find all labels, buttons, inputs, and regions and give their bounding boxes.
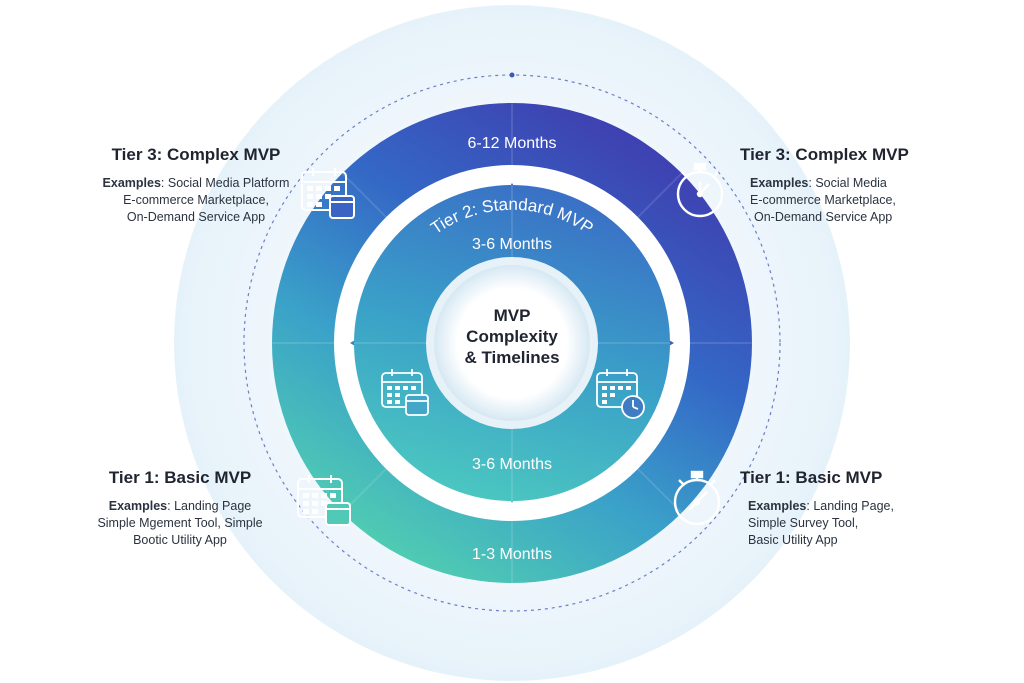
tier1-left-example1: : Landing Page	[167, 499, 252, 513]
stopwatch-icon	[673, 470, 721, 526]
tier3-right-line3: On-Demand Service App	[754, 210, 893, 224]
center-title: MVP Complexity & Timelines	[432, 305, 592, 368]
tier1-left-block: Tier 1: Basic MVP Examples: Landing Page…	[80, 468, 280, 549]
tier3-left-line3: On-Demand Service App	[126, 210, 266, 224]
calendar-icon	[297, 475, 351, 526]
tier1-left-line2: Simple Mgement Tool, Simple	[97, 516, 263, 530]
tier1-right-title: Tier 1: Basic MVP	[740, 468, 883, 487]
inner-bottom-label: 3-6 Months	[472, 456, 552, 473]
tier1-right-line1: Examples: Landing Page,	[740, 498, 940, 515]
stopwatch-icon	[676, 162, 724, 218]
center-title-line2: Complexity	[466, 327, 558, 346]
tier3-left-line1: Examples: Social Media Platform	[96, 175, 296, 192]
center-title-line1: MVP	[493, 306, 531, 325]
tier1-right-line3: Basic Utility App	[748, 533, 838, 547]
tier3-right-line1: Examples: Social Media	[740, 175, 940, 192]
tier1-right-line2: Simple Survey Tool,	[748, 516, 859, 530]
examples-label: Examples	[102, 176, 161, 190]
tier1-left-line3: Bootic Utility App	[133, 533, 227, 547]
orbit-dot-top	[509, 72, 515, 78]
examples-label: Examples	[748, 499, 807, 513]
tier3-right-example1: : Social Media	[808, 176, 887, 190]
calendar-icon	[301, 168, 355, 219]
tier1-left-line1: Examples: Landing Page	[80, 498, 280, 515]
outer-top-label: 6-12 Months	[468, 135, 557, 152]
calendar-clock-icon	[596, 369, 645, 419]
tier1-left-title: Tier 1: Basic MVP	[108, 468, 252, 487]
tier3-left-title: Tier 3: Complex MVP	[111, 145, 281, 164]
outer-bottom-label: 1-3 Months	[472, 546, 552, 563]
tier3-left-example1: : Social Media Platform	[160, 176, 290, 190]
inner-top-label: 3-6 Months	[472, 236, 552, 253]
center-circle	[434, 265, 590, 421]
tier3-left-line2: E-commerce Marketplace,	[123, 193, 269, 207]
tier3-right-line2: E-commerce Marketplace,	[750, 193, 896, 207]
calendar-icon	[381, 369, 429, 416]
center-title-line3: & Timelines	[464, 348, 560, 367]
tier1-right-example1: : Landing Page,	[806, 499, 894, 513]
tier3-right-title: Tier 3: Complex MVP	[740, 145, 909, 164]
tier3-left-block: Tier 3: Complex MVP Examples: Social Med…	[96, 145, 296, 226]
tier1-right-block: Tier 1: Basic MVP Examples: Landing Page…	[740, 468, 940, 549]
examples-label: Examples	[108, 499, 168, 513]
examples-label: Examples	[750, 176, 809, 190]
tier3-right-block: Tier 3: Complex MVP Examples: Social Med…	[740, 145, 940, 226]
